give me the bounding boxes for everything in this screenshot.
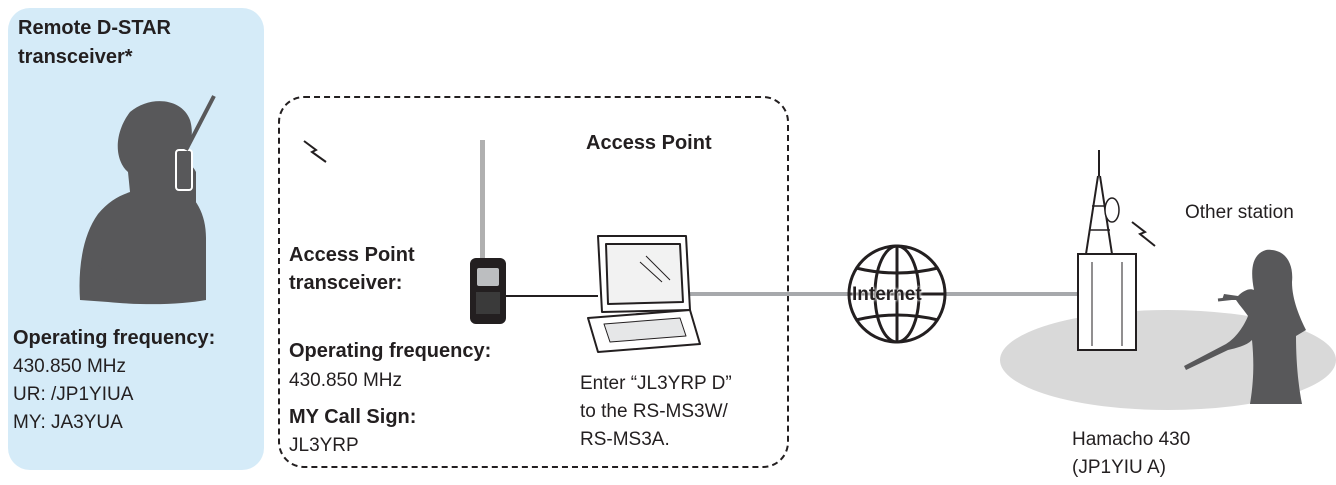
ap-callsign-label: MY Call Sign: (289, 406, 417, 428)
laptop-icon (587, 235, 701, 353)
repeater-name: Hamacho 430 (1072, 429, 1191, 450)
remote-freq-value: 430.850 MHz (13, 356, 127, 377)
repeater-callsign: (JP1YIU A) (1072, 457, 1166, 478)
access-point-box (278, 96, 789, 468)
person-with-radio-icon (79, 95, 216, 305)
ap-freq-value: 430.850 MHz (289, 370, 403, 391)
ap-instruction-line1: Enter “JL3YRP D” (580, 373, 732, 394)
internet-label: Internet (852, 284, 922, 305)
radio-wave-icon-2 (1131, 221, 1156, 247)
ap-instruction-line2: to the RS-MS3W/ (580, 401, 728, 422)
remote-title-line1: Remote D-STAR (18, 17, 171, 39)
remote-my: MY: JA3YUA (13, 412, 123, 433)
globe-icon (847, 244, 947, 344)
ap-freq-label: Operating frequency: (289, 340, 492, 362)
access-point-title: Access Point (586, 132, 712, 154)
ap-transceiver-line1: Access Point (289, 244, 415, 266)
remote-title-line2: transceiver* (18, 46, 133, 68)
handheld-transceiver-icon (470, 140, 506, 324)
radio-wave-icon (303, 140, 327, 163)
person-woman-with-radio-icon (1184, 249, 1306, 404)
remote-ur: UR: /JP1YIUA (13, 384, 134, 405)
other-station-label: Other station (1185, 202, 1294, 223)
ap-instruction-line3: RS-MS3A. (580, 429, 670, 450)
ap-callsign-value: JL3YRP (289, 435, 359, 456)
ap-transceiver-line2: transceiver: (289, 272, 403, 294)
repeater-tower-icon (1077, 150, 1137, 351)
remote-freq-label: Operating frequency: (13, 327, 216, 349)
